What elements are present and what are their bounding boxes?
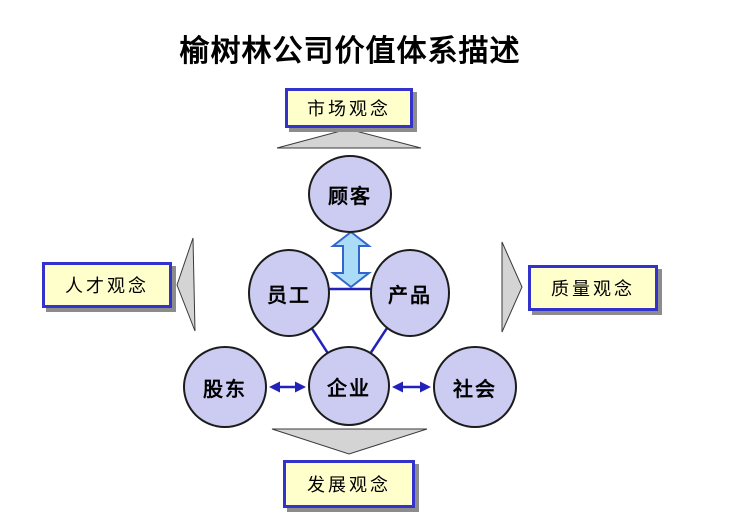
concept-box-quality: 质量观念: [528, 265, 658, 311]
arrowhead-toward-shareholder: [269, 381, 280, 393]
node-enterprise: 企业: [308, 346, 390, 426]
arrowhead-toward-enterprise-right: [392, 381, 403, 393]
node-customer: 顾客: [308, 155, 392, 233]
node-product-label: 产品: [388, 284, 432, 307]
node-shareholder: 股东: [183, 346, 267, 428]
concept-box-market-label: 市场观念: [307, 99, 391, 119]
concept-box-development: 发展观念: [283, 460, 415, 508]
node-society: 社会: [433, 346, 517, 428]
node-society-label: 社会: [453, 378, 497, 401]
thick-arrow-customer-link: [330, 230, 372, 289]
page-title: 榆树林公司价值体系描述: [179, 35, 521, 68]
concept-box-development-label: 发展观念: [307, 475, 391, 495]
concept-box-quality-label: 质量观念: [551, 279, 635, 299]
triangle-pointer-bottom: [271, 428, 428, 455]
node-employee-label: 员工: [267, 284, 311, 307]
node-product: 产品: [370, 249, 450, 337]
arrowhead-toward-enterprise-left: [295, 381, 306, 393]
concept-box-talent-label: 人才观念: [65, 276, 149, 296]
triangle-pointer-right: [501, 241, 523, 333]
node-shareholder-label: 股东: [203, 378, 247, 401]
concept-box-talent: 人才观念: [42, 262, 172, 308]
node-customer-label: 顾客: [328, 185, 372, 208]
node-enterprise-label: 企业: [327, 377, 371, 400]
triangle-pointer-left: [176, 237, 196, 332]
node-employee: 员工: [248, 249, 330, 337]
triangle-pointer-top: [276, 128, 422, 149]
concept-box-market: 市场观念: [285, 88, 413, 128]
arrowhead-toward-society: [420, 381, 431, 393]
